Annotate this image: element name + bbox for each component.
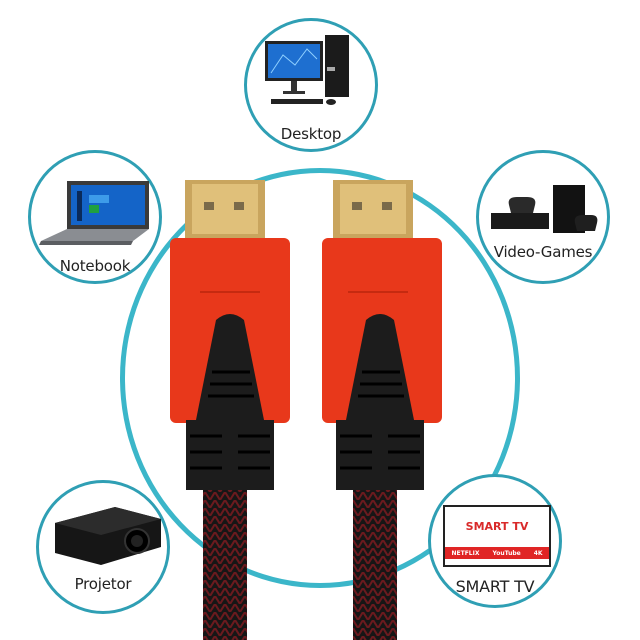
node-notebook: Notebook [28, 150, 162, 284]
laptop-icon [39, 181, 149, 245]
4k-badge: 4K [533, 549, 543, 557]
node-projector: Projetor [36, 480, 170, 614]
desktop-computer-icon [265, 35, 349, 105]
tv-app-bar: NETFLIX YouTube 4K [445, 547, 549, 559]
smarttv-label: SMART TV [455, 577, 535, 596]
videogames-label: Video-Games [493, 243, 593, 261]
connection-ring [120, 168, 520, 588]
tv-icon: SMART TV NETFLIX YouTube 4K [443, 505, 551, 567]
game-console-icon [491, 185, 598, 233]
youtube-app: YouTube [492, 549, 521, 557]
node-smarttv: SMART TV NETFLIX YouTube 4K SMART TV [428, 474, 562, 608]
node-videogames: Video-Games [476, 150, 610, 284]
projector-label: Projetor [74, 575, 132, 593]
notebook-label: Notebook [59, 257, 131, 275]
netflix-app: NETFLIX [451, 549, 480, 557]
hdmi-connector-left [170, 180, 290, 640]
node-desktop: Desktop [244, 18, 378, 152]
tv-screen-title: SMART TV [465, 520, 529, 533]
projector-icon [55, 507, 161, 565]
desktop-label: Desktop [280, 125, 342, 143]
hdmi-connector-right [322, 180, 442, 640]
